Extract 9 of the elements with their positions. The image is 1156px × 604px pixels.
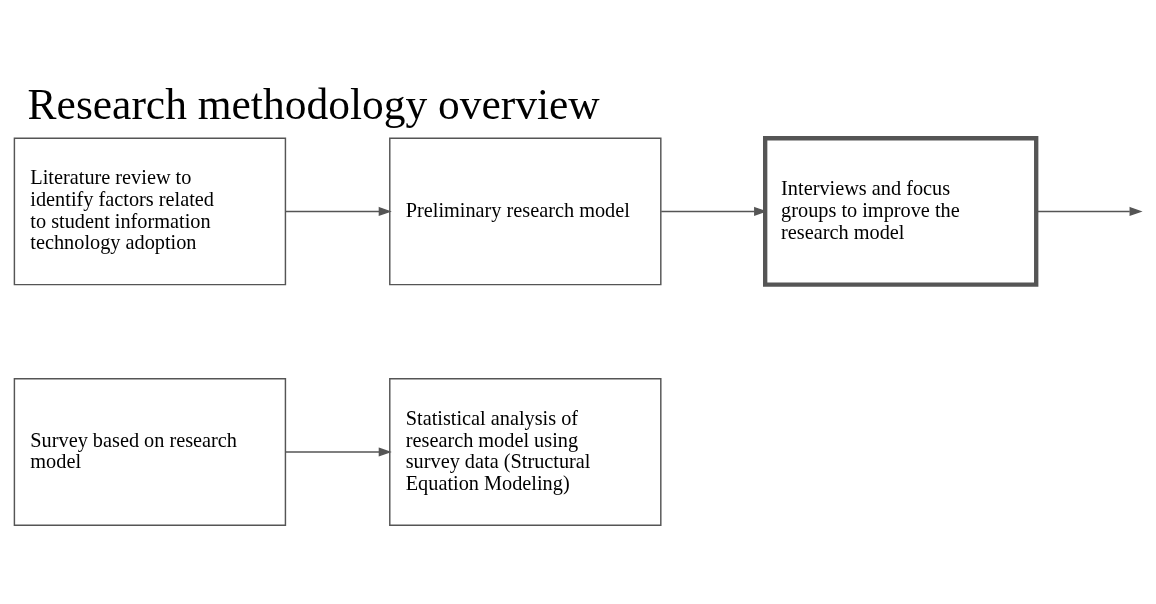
node-box: Survey based on research model [13, 378, 287, 526]
diagram-title: Research methodology overview [27, 80, 600, 129]
arrow [285, 206, 392, 216]
node-box: Interviews and focus groups to improve the research model [763, 136, 1039, 287]
node-box: Literature review to identify factors related to student information technology adoption [13, 137, 287, 286]
arrow [285, 447, 392, 457]
node-box: Preliminary research model [389, 137, 662, 286]
node-box: Statistical analysis of research model using survey data (Structural Equation Modeling) [389, 378, 662, 526]
arrow [1035, 206, 1143, 216]
